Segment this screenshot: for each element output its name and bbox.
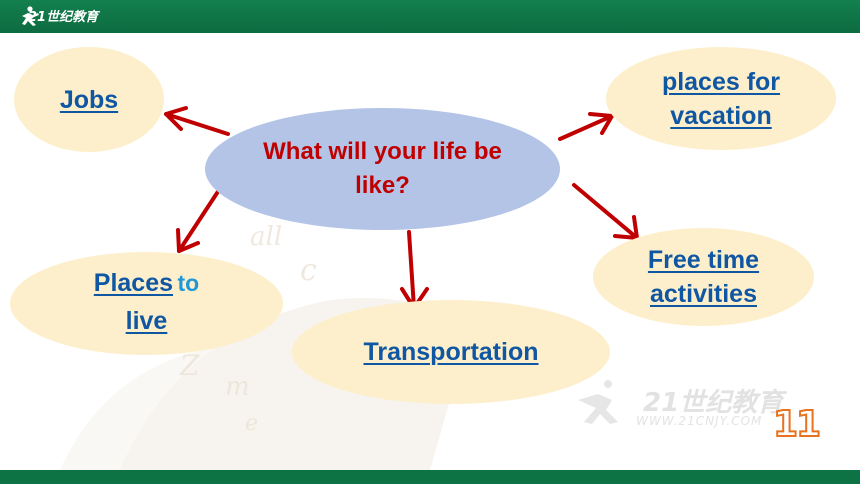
places-link[interactable]: Places [93, 268, 174, 297]
page-number: 11 [772, 403, 822, 446]
center-question-text: What will your life be like? [263, 138, 502, 199]
vacation-link[interactable]: places for vacation [661, 67, 781, 130]
free-time-link[interactable]: Free time activities [647, 246, 760, 308]
footer-bar [0, 470, 860, 484]
svg-text:c: c [300, 253, 317, 288]
jobs-link[interactable]: Jobs [59, 85, 119, 114]
watermark-brand: 21世纪教育 [643, 388, 784, 418]
header-bar: 21世纪教育 [0, 0, 860, 33]
svg-text:Z: Z [179, 349, 200, 382]
free-time-bubble: Free time activities [593, 228, 814, 326]
watermark-url: WWW.21CNJY.COM [636, 414, 763, 428]
svg-text:e: e [245, 411, 258, 436]
transportation-bubble: Transportation [292, 300, 610, 404]
places-label-wrap: Places to live [67, 266, 227, 342]
svg-text:m: m [225, 372, 250, 402]
svg-text:all: all [250, 222, 282, 252]
places-bubble: Places to live [10, 252, 283, 355]
vacation-bubble: places for vacation [606, 47, 836, 150]
runner-logo-icon [22, 6, 39, 26]
places-to-word: to [177, 269, 200, 296]
watermark-runner-icon [578, 380, 618, 424]
jobs-bubble: Jobs [14, 47, 164, 152]
logo-text: 21世纪教育 [28, 10, 99, 25]
transportation-link[interactable]: Transportation [363, 338, 539, 366]
center-question-ellipse: What will your life be like? [205, 108, 560, 230]
live-link[interactable]: live [125, 306, 168, 335]
